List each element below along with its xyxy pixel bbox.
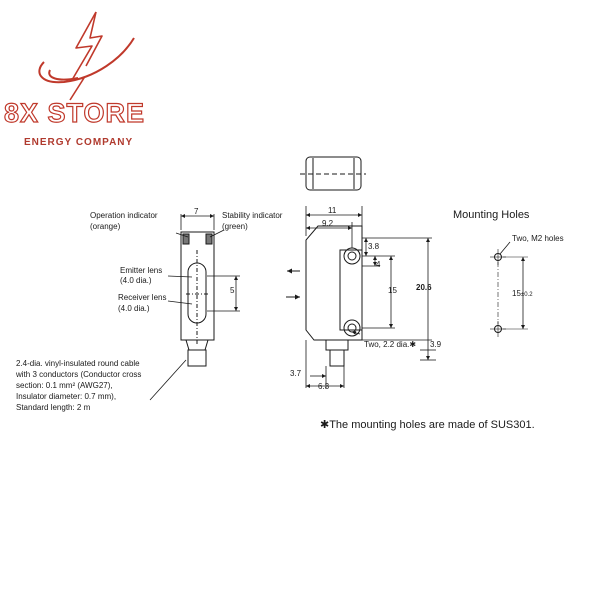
dim-hole-offset: 9.2 [322, 219, 334, 228]
cable-note-2: with 3 conductors (Conductor cross [15, 370, 141, 379]
dim-front-width: 7 [194, 207, 199, 216]
front-view [180, 231, 215, 367]
dim-top-to-hole: 3.8 [368, 242, 380, 251]
dim-side-width: 11 [328, 206, 337, 215]
mounting-holes-view [490, 241, 528, 337]
label-two-m2-holes: Two, M2 holes [512, 234, 564, 243]
swoosh-icon [38, 37, 135, 84]
dim-cable-6-3: 6.3 [318, 382, 330, 391]
cable-note-5: Standard length: 2 m [16, 403, 91, 412]
mounting-holes-title: Mounting Holes [453, 209, 530, 221]
label-stability-indicator-1: Stability indicator [222, 211, 283, 220]
label-emitter-lens-1: Emitter lens [120, 266, 162, 275]
cable-note-1: 2.4-dia. vinyl-insulated round cable [16, 359, 140, 368]
label-two-22-dia: Two, 2.2 dia.✱ [364, 340, 416, 349]
footnote: ✱The mounting holes are made of SUS301. [320, 419, 535, 431]
label-emitter-lens-2: (4.0 dia.) [120, 276, 152, 285]
dim-total-height: 20.6 [416, 283, 432, 292]
front-dimensions [149, 214, 240, 401]
dim-mount-pitch-value: 15 [512, 289, 521, 298]
label-receiver-lens-2: (4.0 dia.) [118, 304, 150, 313]
dim-lens-pitch: 5 [230, 286, 235, 295]
dim-bottom-3-9: 3.9 [430, 340, 442, 349]
dim-hole-pitch: 15 [388, 286, 397, 295]
cable-note-3: section: 0.1 mm² (AWG27), [16, 381, 113, 390]
cable-note-4: Insulator diameter: 0.7 mm), [16, 392, 116, 401]
top-view [300, 156, 366, 191]
brand-logo [38, 11, 135, 101]
label-receiver-lens-1: Receiver lens [118, 293, 166, 302]
dim-cable-3-7: 3.7 [290, 369, 302, 378]
side-view [286, 225, 363, 367]
label-stability-indicator-2: (green) [222, 222, 248, 231]
dim-hole-4: 4 [376, 260, 381, 269]
brand-name: 8X STORE [3, 97, 146, 128]
label-operation-indicator-1: Operation indicator [90, 211, 158, 220]
lightning-bolt-icon [69, 11, 103, 101]
side-dimensions [305, 206, 436, 388]
dim-mount-pitch-tolerance: ±0.2 [521, 292, 533, 298]
label-operation-indicator-2: (orange) [90, 222, 121, 231]
brand-tagline: ENERGY COMPANY [24, 137, 134, 148]
dim-mount-pitch: 15±0.2 [512, 289, 533, 298]
